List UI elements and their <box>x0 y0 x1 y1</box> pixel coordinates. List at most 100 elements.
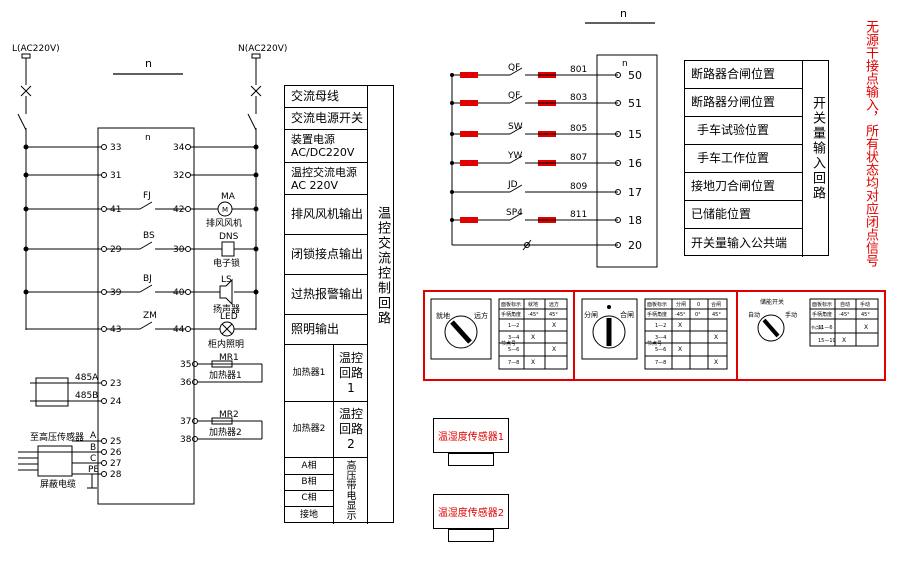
contact-fj-label: FJ <box>143 191 151 201</box>
heater-1 <box>198 360 263 383</box>
di-terminal-block <box>596 54 658 268</box>
s2-r0: 手柄角度 <box>647 311 667 318</box>
svg-text:X: X <box>678 346 682 353</box>
di-row-label-5: 接地刀合闸位置 <box>685 173 802 201</box>
temp-humidity-sensor-2: 温湿度传感器2 <box>433 494 509 529</box>
s3-row-1: 11—6 <box>818 325 833 331</box>
ac-row-lock-output: 闭锁接点输出 <box>285 235 367 275</box>
s2-side: 节点号 <box>647 341 662 347</box>
s1-h2: 就地 <box>528 301 538 308</box>
s1-row-1: 1—2 <box>508 323 519 329</box>
di-switch-1: QF <box>508 63 520 73</box>
terminal-39: 39 <box>110 288 122 298</box>
terminal-23: 23 <box>110 379 121 389</box>
s2-h1: 面板标示 <box>647 301 667 308</box>
s3-side: 节点号 <box>811 324 823 330</box>
di-terminal-18: 18 <box>628 214 642 227</box>
di-wire-805: 805 <box>570 124 587 134</box>
device-dns-label: DNS <box>219 232 239 242</box>
ac-row-device-power: 装置电源 AC/DC220V <box>285 130 367 163</box>
s1-r0a: -45° <box>528 312 539 318</box>
shield-cable-label: 屏蔽电缆 <box>40 478 76 490</box>
right-terminals: 34 32 42 30 40 44 35 36 37 38 <box>173 143 198 445</box>
s1-left: 就地 <box>436 311 450 320</box>
pressure-b: B <box>90 443 96 453</box>
device-mr1-label: MR1 <box>219 353 239 363</box>
terminal-29: 29 <box>110 245 122 255</box>
terminal-26: 26 <box>110 448 122 458</box>
ac-row-power-switch: 交流电源开关 <box>285 108 367 130</box>
phase-a: A相 <box>285 458 334 475</box>
s1-row-3: 5—6 <box>508 347 519 353</box>
s1-right: 远方 <box>474 311 488 320</box>
svg-text:X: X <box>864 324 868 331</box>
fan-motor-icon <box>217 201 233 217</box>
n-supply-label: N(AC220V) <box>238 44 287 54</box>
pressure-pe: PE <box>88 465 99 475</box>
heater-2 <box>198 417 263 440</box>
ac-side-label: 温控交流控制回路 <box>375 206 390 326</box>
di-row-1 <box>450 67 621 78</box>
terminal-block <box>97 127 195 505</box>
terminal-27: 27 <box>110 459 121 469</box>
lamp-icon <box>219 321 235 337</box>
di-row-label-4: 手车工作位置 <box>685 145 802 173</box>
ac-row-heater2: 加热器2 温控 回路 2 <box>285 402 367 458</box>
s1-r0: 手柄角度 <box>501 311 521 318</box>
terminal-28: 28 <box>110 470 122 480</box>
svg-text:X: X <box>552 322 556 329</box>
s2-h2: 分闸 <box>676 301 686 308</box>
svg-text:X: X <box>552 346 556 353</box>
contact-bj-label: BJ <box>143 274 152 284</box>
ac-hv-section: A相 B相 C相 接地 高压带电显示 <box>285 458 367 524</box>
s1-h1: 面板标示 <box>501 301 521 308</box>
phase-b: B相 <box>285 474 334 491</box>
s1-side: 节点号 <box>501 341 516 347</box>
device-led-label: LED <box>220 312 238 322</box>
rs485-connector <box>30 377 101 407</box>
di-row-2 <box>450 95 621 106</box>
l-feeder <box>17 53 32 330</box>
selector-1: 就地 远方 面板标示 就地 远方 手柄角度 -45° 45° 节点号 1—2 3… <box>430 298 568 370</box>
ac-control-table: 交流母线 交流电源开关 装置电源 AC/DC220V 温控交流电源 AC 220… <box>284 85 394 524</box>
di-wire-807: 807 <box>570 153 587 163</box>
di-switch-2: QF <box>508 91 520 101</box>
di-terminal-15: 15 <box>628 128 642 141</box>
di-terminal-20: 20 <box>628 239 642 252</box>
bus-n-label: n <box>145 57 152 70</box>
s2-r0c: 45° <box>712 312 721 318</box>
di-switch-4: YW <box>507 151 522 161</box>
di-row-label-3: 手车试验位置 <box>685 117 802 145</box>
device-ma-label: MA <box>221 192 236 202</box>
contact-zm-label: ZM <box>143 311 157 321</box>
rs485-b-label: 485B <box>75 391 98 401</box>
s1-row-4: 7—8 <box>508 360 519 366</box>
rs485-a-label: 485A <box>75 373 99 383</box>
terminal-44: 44 <box>173 325 185 335</box>
di-row-common <box>452 239 621 251</box>
di-terminal-51: 51 <box>628 97 642 110</box>
top-n-label: n <box>620 7 627 20</box>
di-row-4 <box>450 155 621 166</box>
sensor-2-base <box>448 529 494 542</box>
terminal-40: 40 <box>173 288 185 298</box>
heater2-label: 加热器2 <box>292 424 326 434</box>
di-row-label-1: 断路器合闸位置 <box>685 61 802 89</box>
ac-table-main: 交流母线 交流电源开关 装置电源 AC/DC220V 温控交流电源 AC 220… <box>285 86 368 524</box>
heater1-label: 加热器1 <box>292 367 326 378</box>
pressure-title: 至高压传感器 <box>30 431 84 443</box>
s2-row-2: 3—4 <box>655 335 666 341</box>
di-switch-5: JD <box>507 180 518 190</box>
s2-row-3: 5—6 <box>655 347 666 353</box>
svg-text:X: X <box>678 322 682 329</box>
terminal-41: 41 <box>110 205 121 215</box>
di-row-6 <box>450 212 621 223</box>
terminal-24: 24 <box>110 397 122 407</box>
terminal-30: 30 <box>173 245 185 255</box>
di-terminal-17: 17 <box>628 186 642 199</box>
s1-h3: 远方 <box>549 301 559 308</box>
di-terminal-50: 50 <box>628 69 642 82</box>
s2-h3: 0 <box>697 302 700 308</box>
device-mr2-label: MR2 <box>219 410 239 420</box>
device-dns-caption: 电子锁 <box>213 257 240 269</box>
